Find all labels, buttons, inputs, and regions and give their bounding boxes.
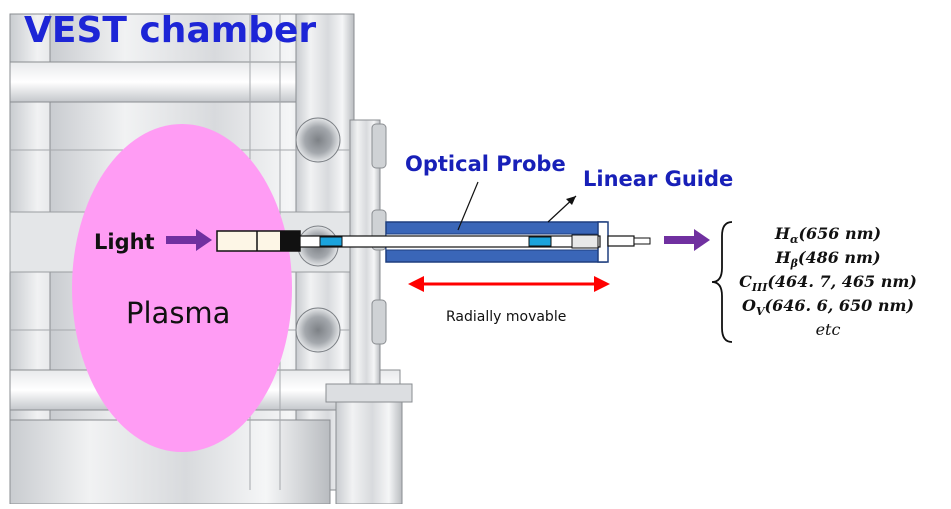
probe-callout-line xyxy=(457,181,479,231)
guide-callout-arrowhead xyxy=(566,196,576,205)
spectral-line-h-beta: Hβ(486 nm) xyxy=(775,248,881,271)
chamber-top-flange xyxy=(9,61,331,103)
probe-lens xyxy=(280,231,300,251)
spectral-lines-list: Hα(656 nm) Hβ(486 nm) CIII(464. 7, 465 n… xyxy=(728,222,928,342)
probe-fiber-tip xyxy=(633,237,651,245)
chamber-side-knob-1 xyxy=(371,123,387,169)
probe-connector xyxy=(607,235,635,247)
light-output-arrow xyxy=(664,229,710,251)
optical-probe xyxy=(216,230,651,252)
radially-movable-label: Radially movable xyxy=(446,309,567,325)
probe-window-front xyxy=(319,236,343,247)
chamber-port-top xyxy=(295,117,341,163)
light-input-arrow xyxy=(166,229,212,251)
spectral-line-o-v: OV(646. 6, 650 nm) xyxy=(742,296,914,319)
chamber-bottom-pipe xyxy=(335,391,403,505)
optical-probe-label: Optical Probe xyxy=(405,152,566,176)
chamber-side-knob-3 xyxy=(371,299,387,345)
probe-rear-block xyxy=(571,234,599,249)
probe-shaft xyxy=(299,235,601,248)
linear-guide-label: Linear Guide xyxy=(583,167,734,191)
spectral-line-c-iii: CIII(464. 7, 465 nm) xyxy=(739,272,917,295)
spectral-line-etc: etc xyxy=(815,320,841,339)
chamber-port-bottom xyxy=(295,307,341,353)
spectral-lines-brace xyxy=(711,221,733,343)
plasma-label: Plasma xyxy=(126,296,231,330)
chamber-bottom-pipe-flange xyxy=(325,383,413,403)
light-label: Light xyxy=(94,230,155,254)
plasma-ellipse xyxy=(72,124,292,452)
probe-window-rear xyxy=(528,236,552,247)
spectral-line-h-alpha: Hα(656 nm) xyxy=(774,224,882,247)
diagram-title: VEST chamber xyxy=(24,10,317,51)
radial-movement-arrow xyxy=(408,276,610,292)
